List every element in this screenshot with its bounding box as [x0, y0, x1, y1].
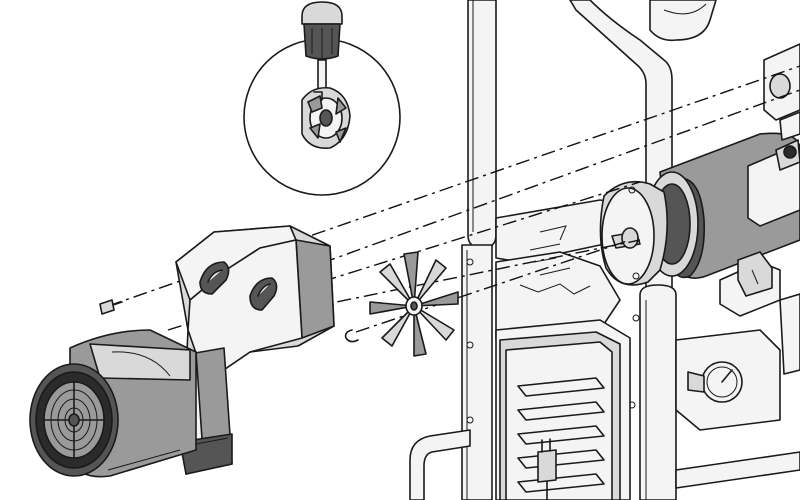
retaining-clip — [344, 329, 359, 343]
detail-inset-tool — [301, 1, 343, 93]
electrical-box — [495, 319, 631, 500]
mounting-screw — [99, 299, 123, 315]
motor-shaft-housing — [599, 43, 800, 317]
motor-with-bracket — [29, 225, 335, 478]
fan-blade — [369, 251, 459, 357]
power-plug — [537, 438, 557, 500]
pressure-gauge — [675, 293, 800, 431]
hand-truck-frame — [409, 0, 800, 500]
detail-inset — [243, 1, 401, 196]
